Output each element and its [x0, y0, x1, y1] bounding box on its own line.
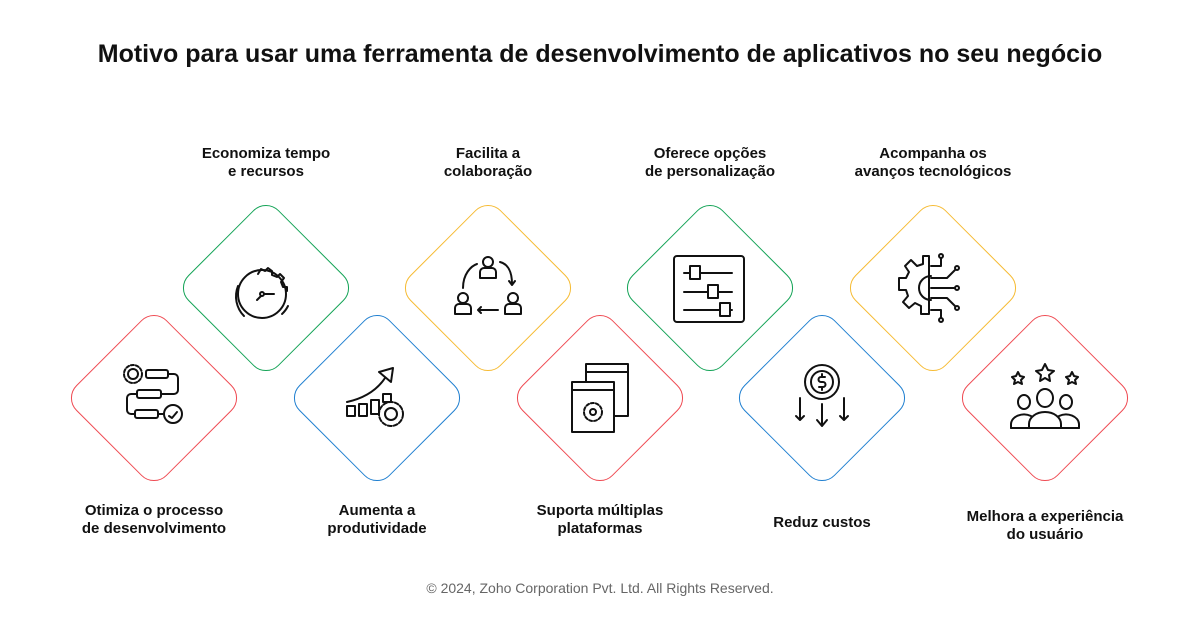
label-line: e recursos	[228, 163, 304, 180]
label-line: de desenvolvimento	[81, 520, 227, 537]
workflow-gear-check-icon	[114, 358, 194, 438]
label-line: Oferece opções	[653, 145, 767, 162]
windows-gear-icon	[560, 358, 640, 438]
label-line: de personalização	[644, 163, 776, 180]
label-reduces-costs: Reduz custos	[722, 514, 922, 532]
copyright-footer: © 2024, Zoho Corporation Pvt. Ltd. All R…	[426, 580, 774, 596]
page-title: Motivo para usar uma ferramenta de desen…	[97, 40, 1103, 68]
label-line: Economiza tempo	[201, 145, 331, 162]
label-line: Suporta múltiplas	[536, 502, 664, 519]
sliders-icon	[670, 248, 750, 328]
label-line: do usuário	[1006, 526, 1084, 543]
label-line: Aumenta a	[338, 502, 416, 519]
label-line: Otimiza o processo	[84, 502, 224, 519]
label-line: Acompanha os	[879, 145, 987, 162]
label-line: plataformas	[557, 520, 643, 537]
growth-chart-gear-icon	[337, 358, 417, 438]
label-line: produtividade	[327, 520, 427, 537]
label-line: avanços tecnológicos	[854, 163, 1012, 180]
dollar-down-arrows-icon	[782, 358, 862, 438]
label-line: Reduz custos	[773, 514, 871, 531]
label-line: colaboração	[443, 163, 533, 180]
users-stars-icon	[1005, 358, 1085, 438]
team-collaboration-icon	[448, 248, 528, 328]
label-line: Facilita a	[455, 145, 521, 162]
gear-circuit-icon	[893, 248, 973, 328]
stopwatch-gear-icon	[226, 248, 306, 328]
label-line: Melhora a experiência	[966, 508, 1124, 525]
